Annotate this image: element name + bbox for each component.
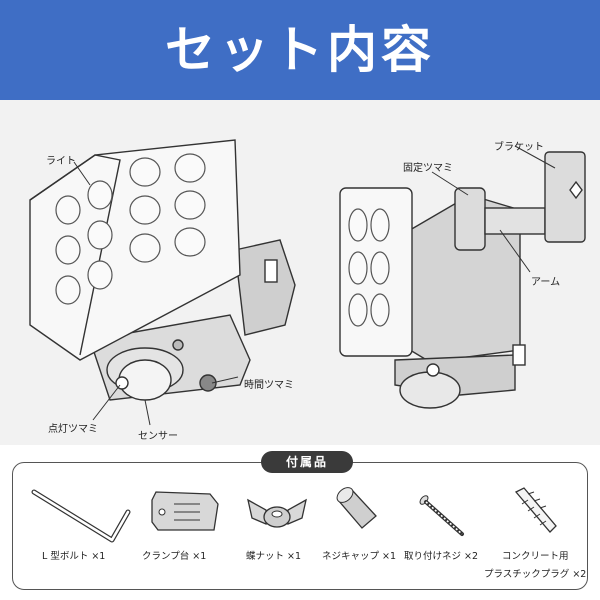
label-dial-fix: 固定ツマミ xyxy=(403,163,453,174)
accessories-panel xyxy=(12,462,588,590)
plastic-plug-icon xyxy=(506,482,600,552)
accessory-label-plug: コンクリート用 xyxy=(502,551,569,562)
label-light: ライト xyxy=(46,156,76,167)
label-arm: アーム xyxy=(531,277,561,288)
label-dial-time: 時間ツマミ xyxy=(244,380,294,391)
accessory-label-plug-line2: プラスチックプラグ ×2 xyxy=(484,569,587,580)
mounting-screw-icon xyxy=(414,482,514,552)
label-sensor: センサー xyxy=(138,431,178,442)
label-dial-lighting: 点灯ツマミ xyxy=(48,424,98,435)
accessory-label-screw-cap: ネジキャップ ×1 xyxy=(322,551,397,562)
header-banner: セット内容 xyxy=(0,0,600,100)
accessory-label-wing-nut: 蝶ナット ×1 xyxy=(246,551,302,562)
front-light-illustration xyxy=(29,139,296,401)
page-title: セット内容 xyxy=(165,21,435,79)
clamp-base-icon xyxy=(148,482,248,552)
side-light-illustration xyxy=(339,151,586,409)
label-bracket: ブラケット xyxy=(494,142,544,153)
screw-cap-icon xyxy=(328,482,428,552)
wing-nut-icon xyxy=(244,482,344,552)
accessory-label-clamp: クランプ台 ×1 xyxy=(142,551,207,562)
product-diagram: ライト 点灯ツマミ センサー 時間ツマミ 固定ツマミ ブラケット アーム xyxy=(0,100,600,445)
accessories-title: 付属品 xyxy=(261,451,353,473)
l-bolt-icon xyxy=(28,482,131,552)
accessory-label-mounting-screw: 取り付けネジ ×2 xyxy=(404,551,479,562)
accessory-label-l-bolt: L 型ボルト ×1 xyxy=(42,551,106,562)
